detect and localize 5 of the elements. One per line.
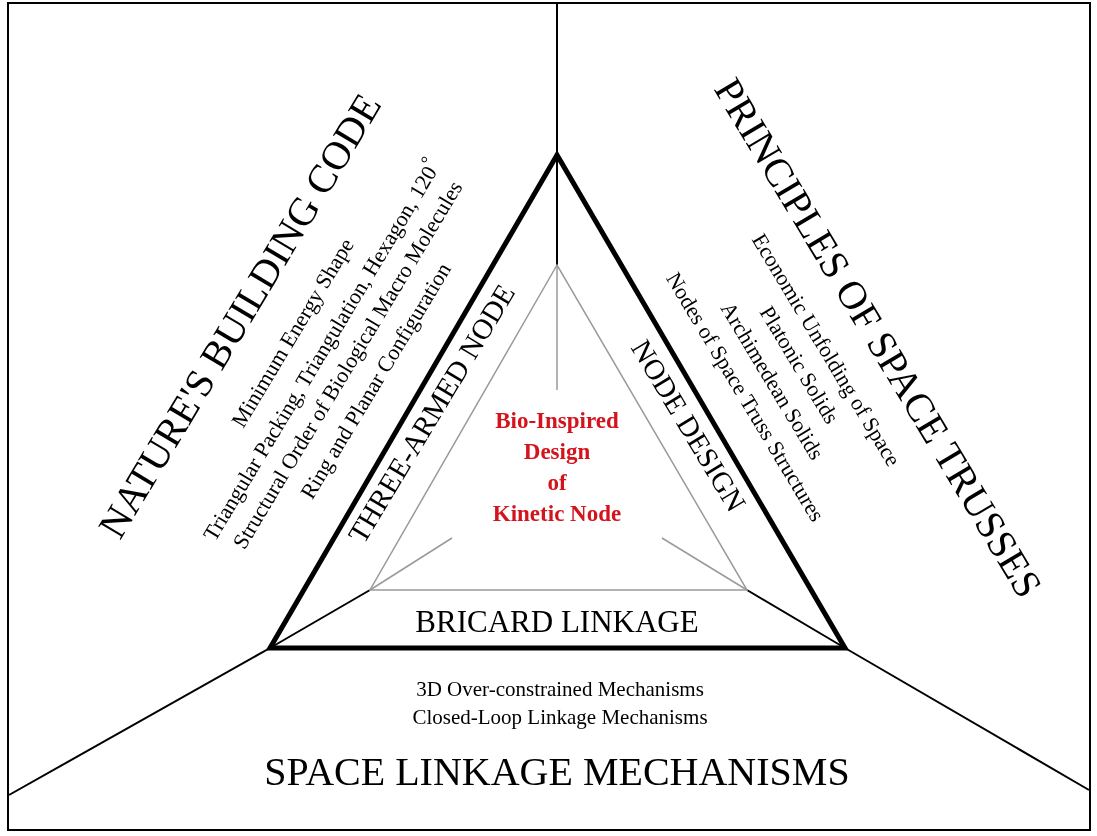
list-item: 3D Over-constrained Mechanisms	[416, 678, 704, 702]
section-heading: SPACE LINKAGE MECHANISMS	[264, 750, 850, 794]
list-item: Closed-Loop Linkage Mechanisms	[412, 706, 708, 730]
band-label: BRICARD LINKAGE	[415, 604, 699, 640]
center-title: Bio-Inspired Design of Kinetic Node	[492, 407, 622, 528]
